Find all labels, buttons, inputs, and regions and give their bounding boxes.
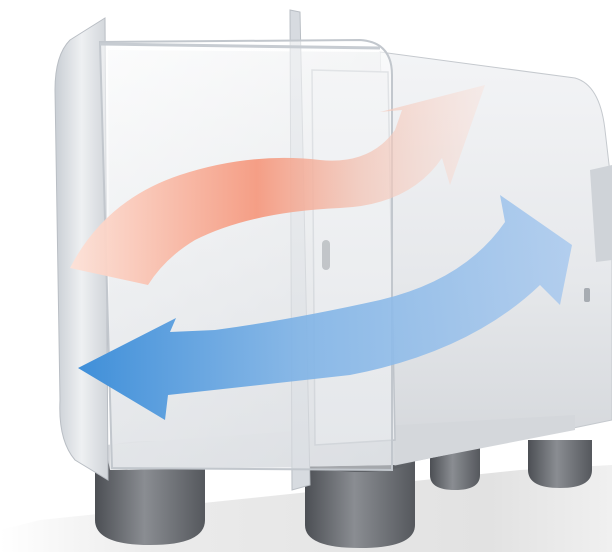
side-marker-light — [584, 288, 590, 302]
front-tire-right — [528, 440, 592, 488]
